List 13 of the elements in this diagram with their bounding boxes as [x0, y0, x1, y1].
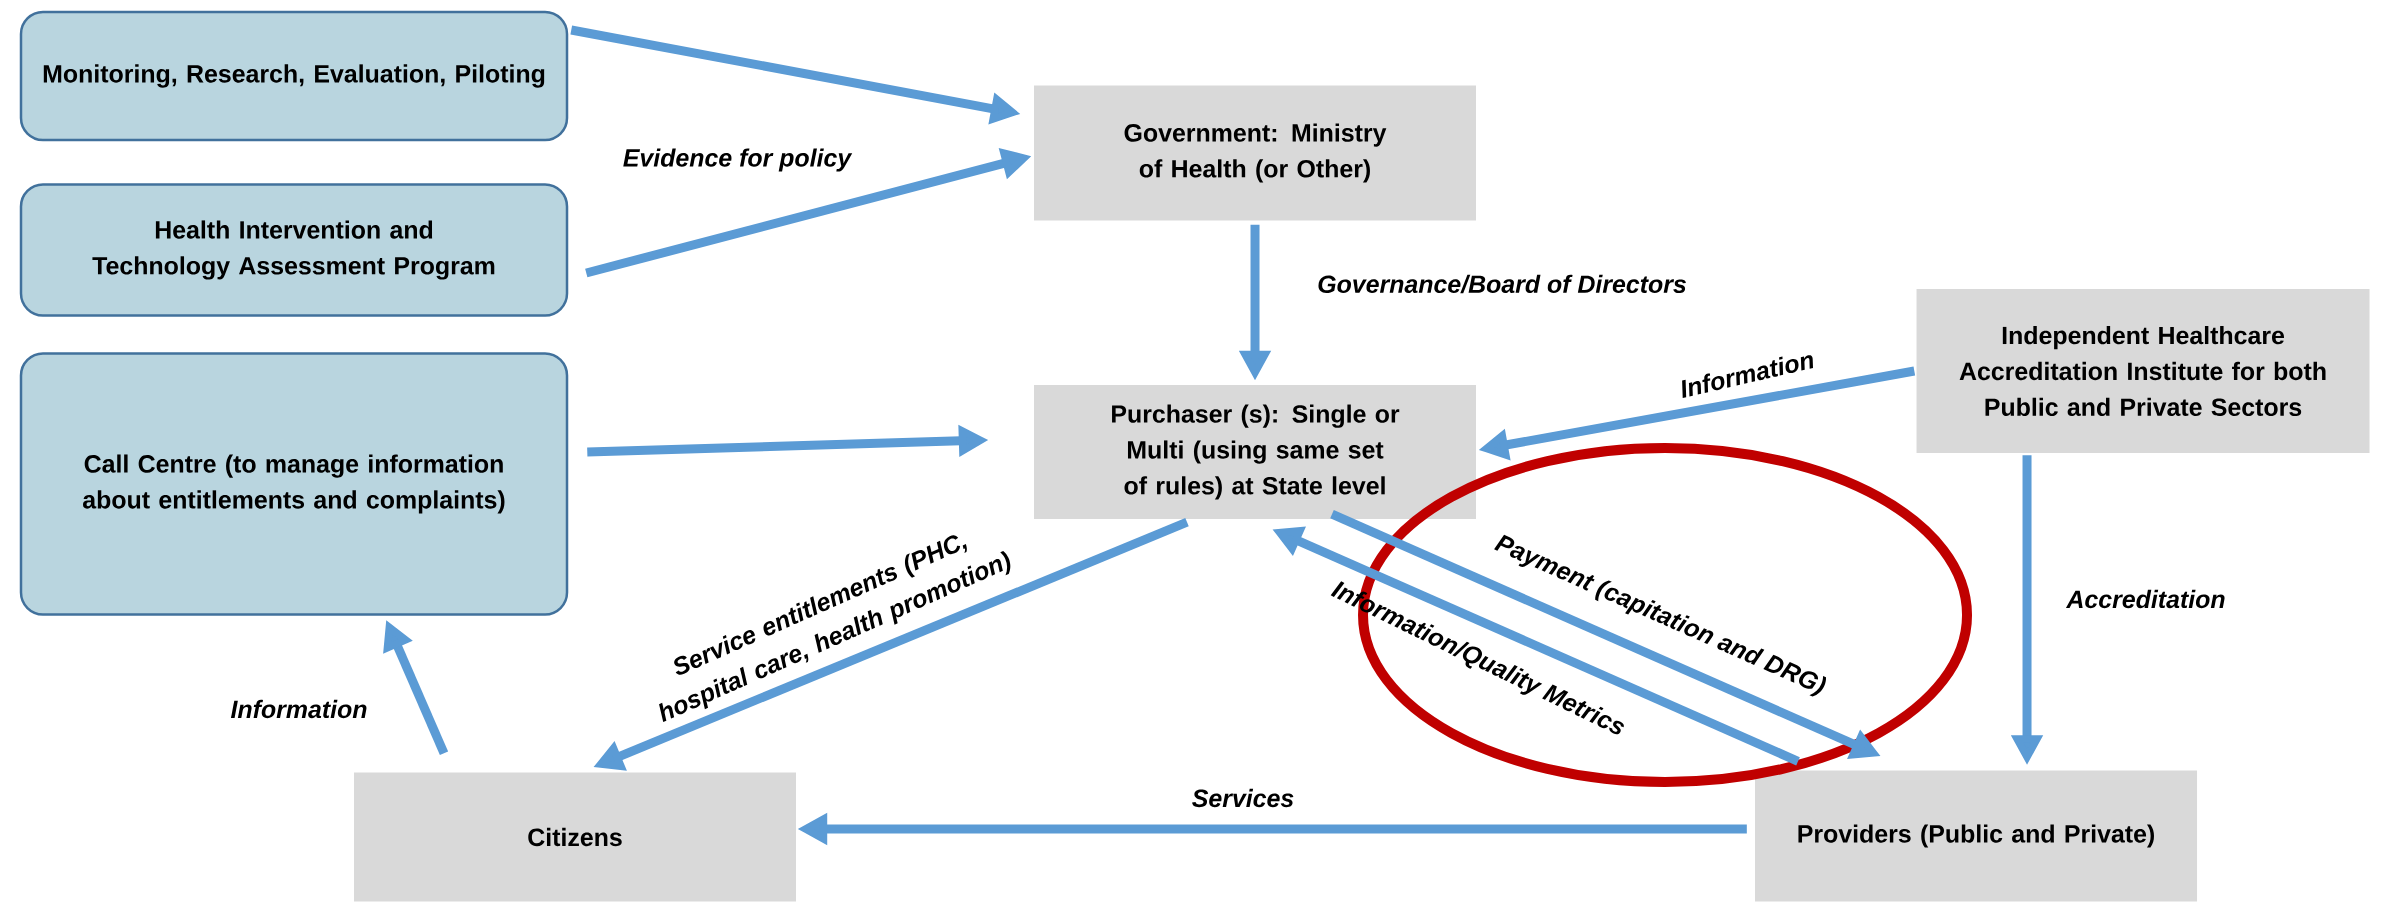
process-box: Providers (Public and Private)	[1755, 770, 2198, 902]
edge-label: Evidence for policy	[623, 148, 853, 172]
rounded-box: Monitoring, Research, Evaluation, Piloting	[19, 10, 569, 142]
edge-label: Accreditation	[2065, 589, 2225, 609]
edge-label: Information	[230, 699, 367, 719]
edge-label: Governance/Board of Directors	[1318, 274, 1686, 294]
process-box: Government: Ministry of Health (or Other)	[1034, 85, 1476, 221]
process-box: Independent Healthcare Accreditation Institute for both Public and Private Sectors	[1916, 289, 2370, 453]
rounded-box: Call Centre (to manage information about entitlements and complaints)	[19, 352, 569, 616]
edge-label: Services	[1192, 788, 1294, 808]
rounded-box: Health Intervention and Technology Assessment Program	[19, 183, 569, 317]
process-box: Citizens	[354, 772, 796, 902]
process-box: Purchaser (s): Single or Multi (using same set of rules) at State level	[1034, 385, 1476, 519]
